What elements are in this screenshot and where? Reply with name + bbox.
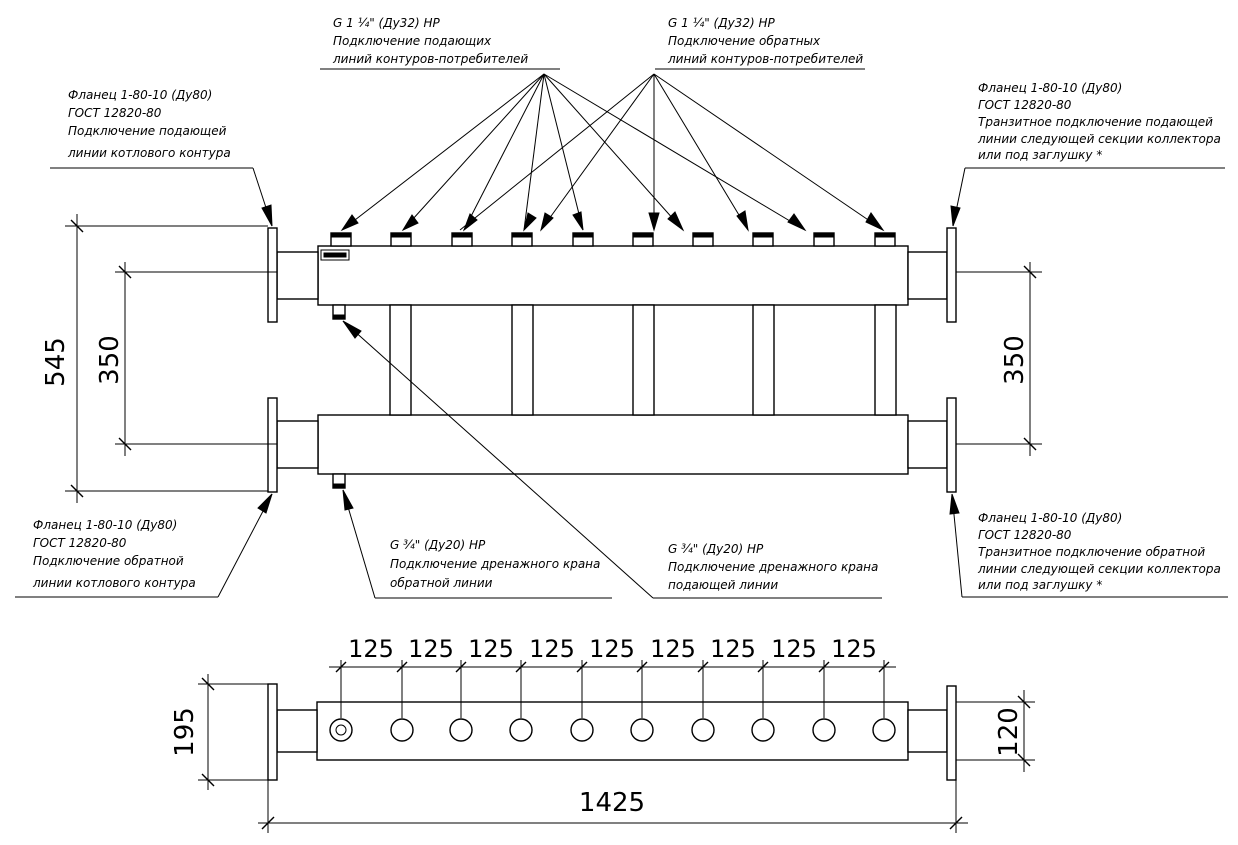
label-flange-transit-supply: Фланец 1-80-10 (Ду80) ГОСТ 12820-80 Тран… (977, 81, 1225, 162)
dim-125-3: 125 (468, 635, 514, 663)
supply-header-body (317, 245, 909, 306)
dim-125-9: 125 (831, 635, 877, 663)
leader-flange-return-left (15, 493, 273, 598)
label-flange-return-left: Фланец 1-80-10 (Ду80) ГОСТ 12820-80 Подк… (32, 518, 196, 590)
plan-right-flange (946, 685, 957, 781)
dimension-chain-125 (329, 660, 896, 718)
plan-right-stub (907, 709, 948, 753)
plan-header-body (316, 701, 909, 761)
dim-545-label: 545 (41, 337, 71, 387)
return-header-body (317, 414, 909, 475)
leader-drain-return (342, 489, 612, 599)
supply-left-flange (267, 227, 278, 323)
leaders-supply-outlets (320, 68, 807, 232)
dimension-350-left (115, 262, 277, 456)
dim-125-2: 125 (408, 635, 454, 663)
label-return-outlets: G 1 ¼" (Ду32) НР Подключение обратных ли… (667, 16, 863, 66)
dim-125-5: 125 (589, 635, 635, 663)
dim-125-8: 125 (771, 635, 817, 663)
dim-125-1: 125 (348, 635, 394, 663)
drain-fitting-supply (332, 304, 346, 320)
supply-right-stub (907, 251, 948, 300)
label-flange-transit-return: Фланец 1-80-10 (Ду80) ГОСТ 12820-80 Тран… (977, 511, 1225, 592)
leader-flange-transit-return (949, 493, 1228, 598)
connecting-pipes (389, 304, 897, 416)
dimension-545 (65, 214, 268, 503)
leader-flange-transit-supply (950, 167, 1225, 227)
return-left-flange (267, 397, 278, 493)
plan-left-flange (267, 683, 278, 781)
supply-right-flange (946, 227, 957, 323)
dim-1425-label: 1425 (579, 788, 645, 818)
dimension-195 (198, 674, 268, 790)
label-drain-return: G ¾" (Ду20) НР Подключение дренажного кр… (390, 538, 604, 590)
logo-plate-icon (320, 249, 350, 261)
front-view: 545 350 350 (15, 16, 1228, 599)
leader-drain-supply (342, 320, 882, 599)
label-drain-supply: G ¾" (Ду20) НР Подключение дренажного кр… (668, 542, 882, 592)
plan-left-stub (276, 709, 318, 753)
dim-350-right-label: 350 (1000, 335, 1030, 385)
return-left-stub (276, 420, 319, 469)
return-right-stub (907, 420, 948, 469)
drain-fitting-return (332, 473, 346, 489)
dim-195-label: 195 (170, 707, 200, 757)
dim-125-6: 125 (650, 635, 696, 663)
label-supply-outlets: G 1 ¼" (Ду32) НР Подключение подающих ли… (332, 16, 528, 66)
dimension-1425 (258, 780, 968, 833)
label-flange-supply-left: Фланец 1-80-10 (Ду80) ГОСТ 12820-80 Подк… (67, 88, 231, 160)
plan-view: 125 125 125 125 125 125 125 125 125 195 … (170, 635, 1035, 833)
dimension-120 (956, 690, 1035, 772)
outlet-fittings (330, 232, 896, 247)
plan-outlets (329, 718, 896, 742)
leaders-return-outlets (459, 68, 885, 232)
dim-120-label: 120 (994, 707, 1024, 757)
dim-125-7: 125 (710, 635, 756, 663)
dim-125-4: 125 (529, 635, 575, 663)
dim-350-left-label: 350 (95, 335, 125, 385)
plan-drain-circle (329, 718, 353, 742)
return-right-flange (946, 397, 957, 493)
dimension-350-right (956, 262, 1042, 456)
leader-flange-supply-left (50, 167, 273, 227)
supply-left-stub (276, 251, 319, 300)
